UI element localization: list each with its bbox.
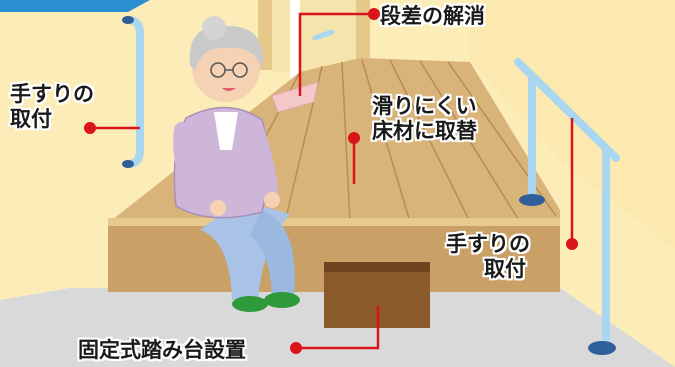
label-handrail-right-line2: 取付 bbox=[484, 257, 526, 281]
label-handrail-left: 手すりの 取付 bbox=[10, 82, 94, 132]
label-floor-replace-line1: 滑りにくい bbox=[372, 94, 477, 118]
label-floor-replace: 滑りにくい 床材に取替 bbox=[372, 94, 477, 144]
label-step-stool: 固定式踏み台設置 bbox=[78, 338, 246, 363]
label-step-removal-text: 段差の解消 bbox=[380, 4, 485, 28]
label-step-stool-text: 固定式踏み台設置 bbox=[78, 338, 246, 362]
label-handrail-left-line2: 取付 bbox=[10, 107, 52, 131]
label-handrail-right: 手すりの 取付 bbox=[446, 232, 530, 282]
left-handrail bbox=[124, 16, 144, 168]
label-floor-replace-line2: 床材に取替 bbox=[372, 119, 477, 143]
wall-post bbox=[290, 0, 300, 96]
step-ramp bbox=[271, 81, 319, 113]
rail-base-1 bbox=[519, 194, 545, 206]
callout-lines bbox=[90, 12, 574, 350]
right-handrail bbox=[514, 58, 620, 348]
door-frame-right bbox=[356, 0, 370, 60]
label-handrail-left-line1: 手すりの bbox=[10, 82, 94, 106]
rail-base-2 bbox=[588, 341, 616, 355]
callout-dots bbox=[84, 8, 578, 354]
label-step-removal: 段差の解消 bbox=[380, 4, 485, 29]
corridor-rail bbox=[312, 29, 335, 41]
platform-edge bbox=[108, 218, 560, 226]
corner-tab bbox=[0, 0, 150, 12]
label-handrail-right-line1: 手すりの bbox=[446, 232, 530, 256]
seated-woman bbox=[173, 16, 300, 312]
